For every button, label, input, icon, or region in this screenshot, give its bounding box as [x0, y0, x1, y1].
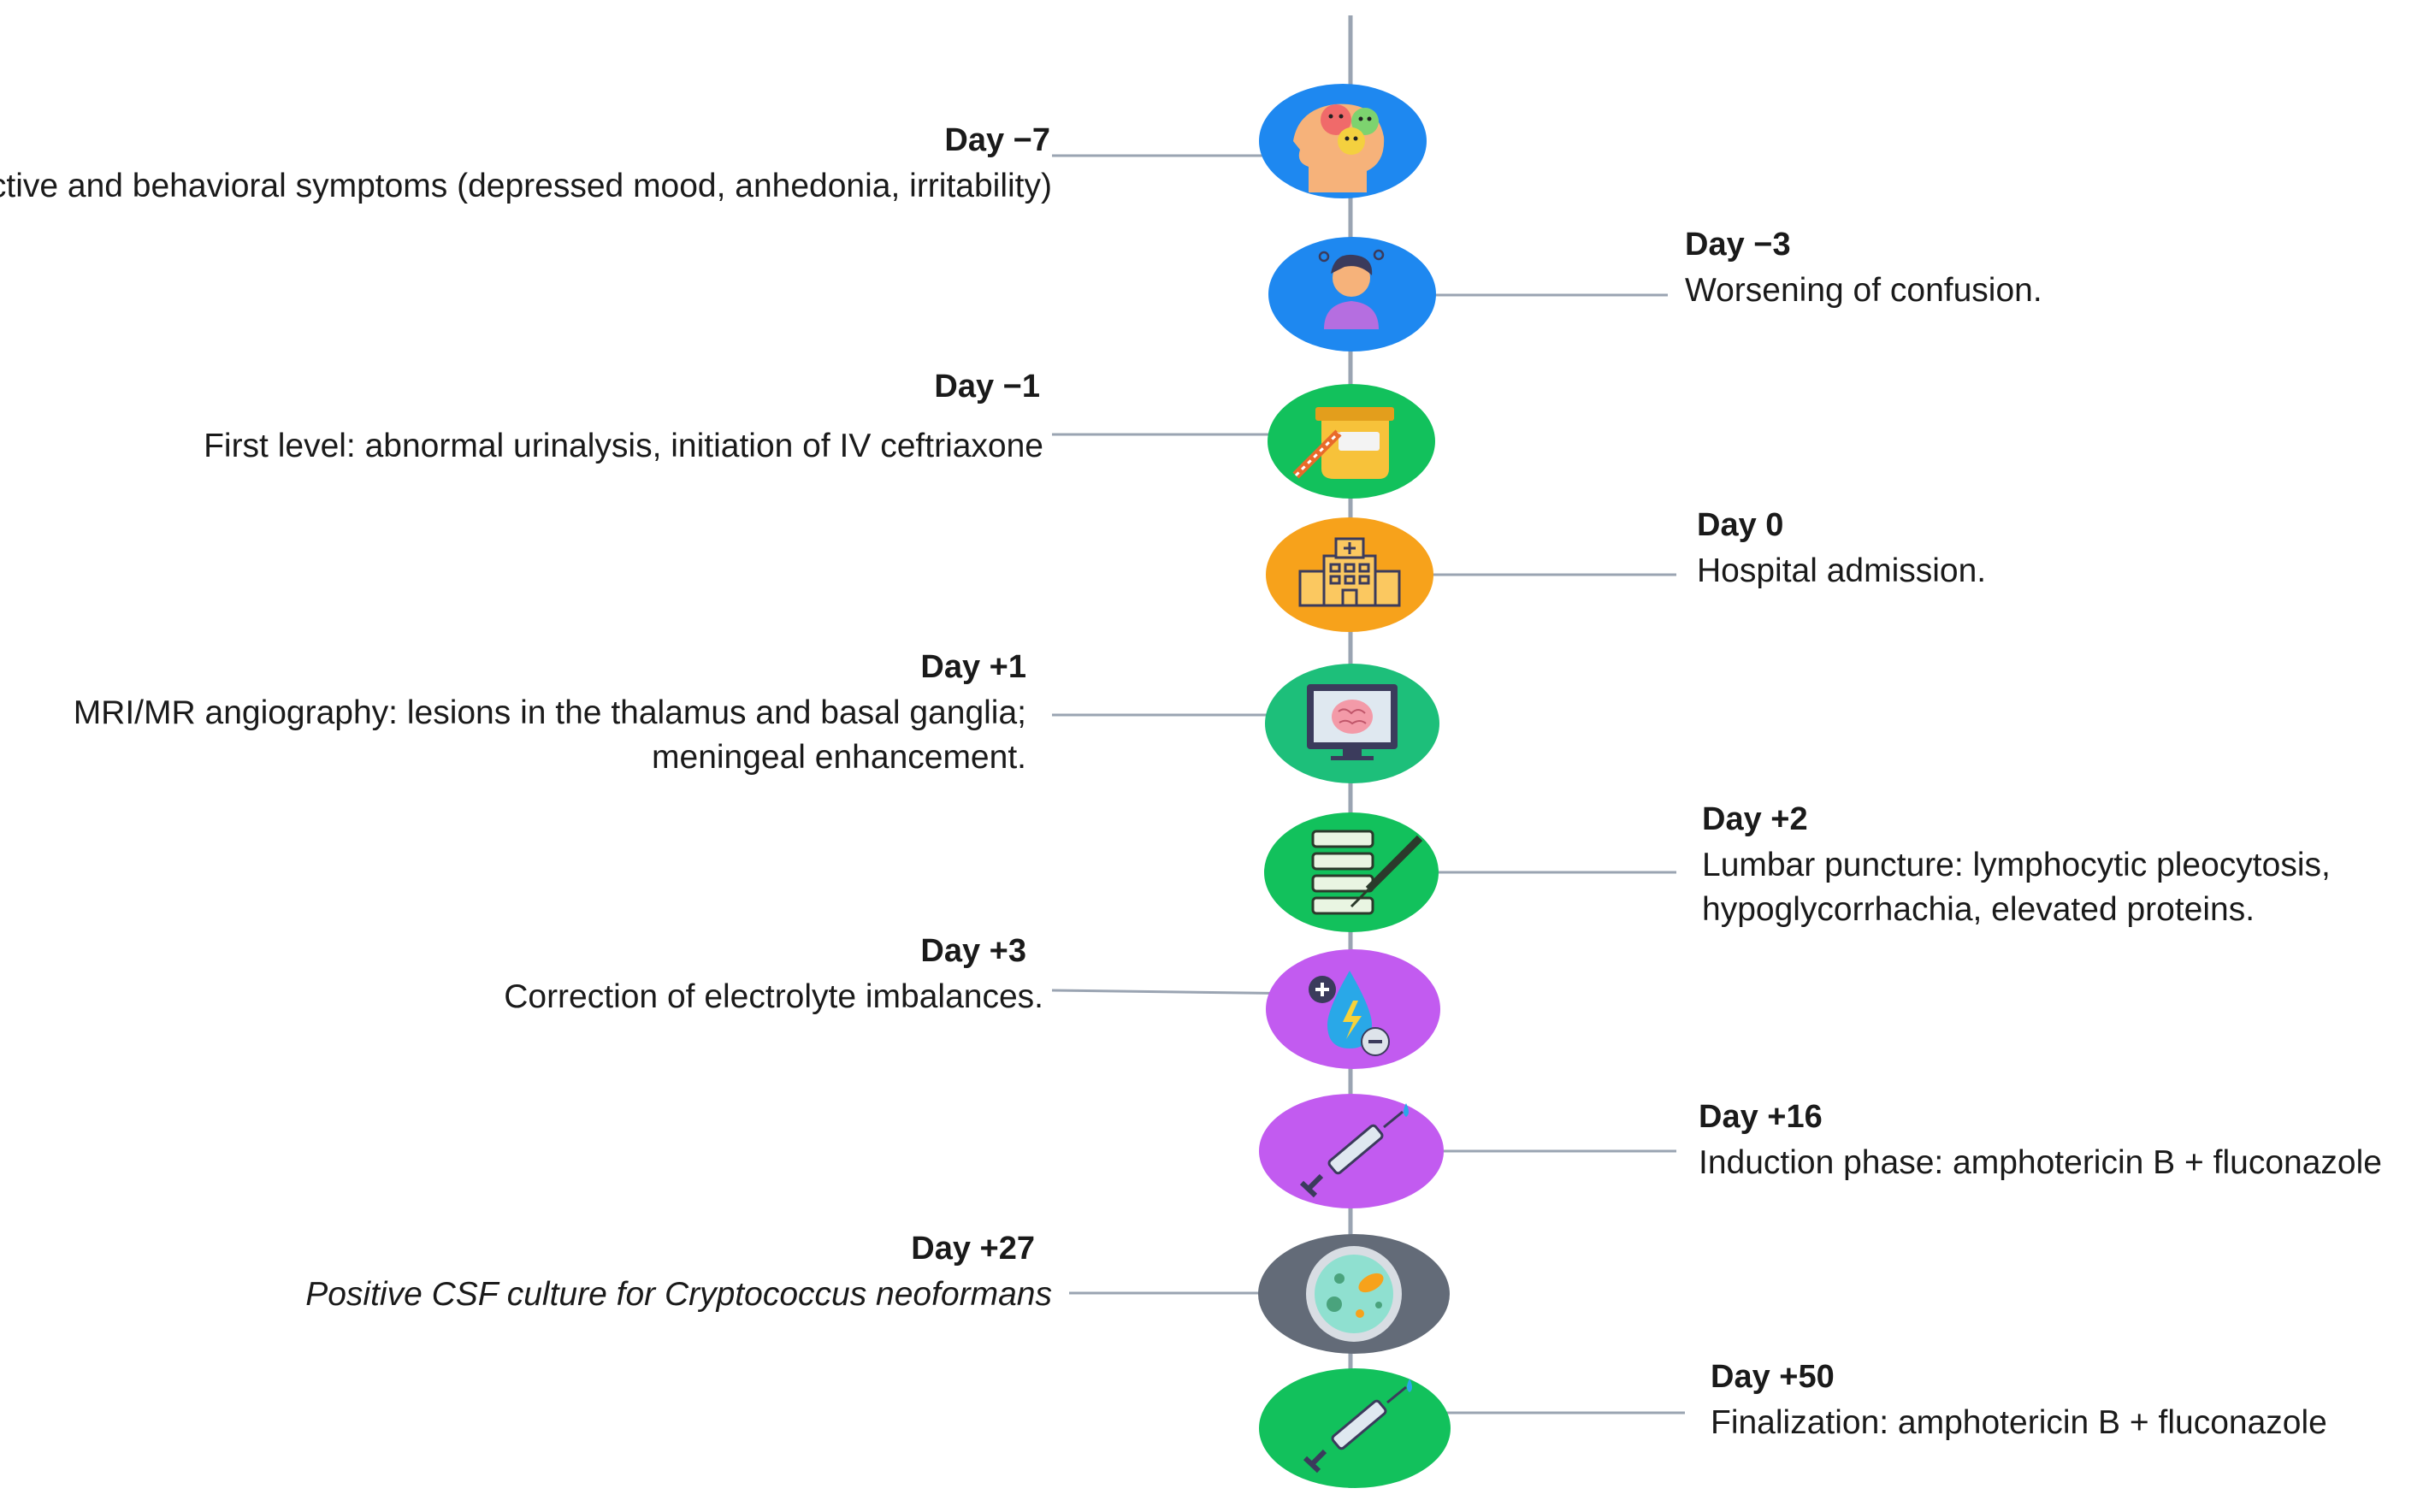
event-day-label: Day −3 [1685, 227, 1791, 263]
event-day-plus-16: Day +16 Induction phase: amphotericin B … [1699, 1096, 2426, 1185]
event-description: Finalization: amphotericin B + fluconazo… [1711, 1404, 2327, 1441]
node-day-plus-3 [1266, 949, 1440, 1069]
event-day-label: Day +3 [920, 933, 1026, 969]
event-description: Induction phase: amphotericin B + flucon… [1699, 1144, 2382, 1181]
node-day-plus-27 [1258, 1234, 1450, 1354]
spine-syringe-icon [1311, 830, 1423, 915]
event-day-minus-3: Day −3 Worsening of confusion. [1685, 224, 2352, 313]
event-day-0: Day 0 Hospital admission. [1697, 505, 2364, 594]
node-day-minus-7 [1259, 84, 1427, 198]
node-circle-green [1264, 812, 1439, 932]
event-day-label: Day 0 [1697, 507, 1784, 543]
node-day-minus-1 [1268, 384, 1435, 499]
node-day-plus-1 [1265, 664, 1439, 783]
node-day-0 [1266, 517, 1433, 632]
event-day-plus-2: Day +2 Lumbar puncture: lymphocytic pleo… [1702, 799, 2403, 932]
event-description: First level: abnormal urinalysis, initia… [204, 428, 1043, 464]
brain-mri-monitor-icon [1307, 684, 1398, 760]
connector-7 [1051, 989, 1309, 995]
event-day-label: Day +2 [1702, 801, 1808, 837]
petri-dish-icon [1306, 1246, 1402, 1342]
event-day-label: Day −1 [934, 369, 1040, 405]
syringe-icon [1299, 1103, 1409, 1198]
node-day-plus-2 [1264, 812, 1439, 932]
brain-emotions-icon [1293, 103, 1385, 192]
electrolyte-drop-icon [1309, 971, 1390, 1056]
event-day-plus-27: Day +27 Positive CSF culture for Cryptoc… [0, 1228, 1052, 1317]
event-description: Lumbar puncture: lymphocytic pleocytosis… [1702, 847, 2331, 928]
event-day-minus-1: Day −1 First level: abnormal urinalysis,… [0, 366, 1043, 469]
event-day-plus-3: Day +3 Correction of electrolyte imbalan… [0, 930, 1043, 1019]
event-day-label: Day +50 [1711, 1359, 1835, 1395]
event-day-label: Day +27 [911, 1231, 1035, 1267]
event-day-label: Day +16 [1699, 1099, 1823, 1135]
confused-person-icon [1318, 249, 1385, 329]
event-description: Positive CSF culture for Cryptococcus ne… [305, 1276, 1052, 1313]
event-day-minus-7: Day −7 Affective and behavioral symptoms… [0, 120, 1052, 209]
event-description: Affective and behavioral symptoms (depre… [0, 168, 1052, 204]
event-day-plus-1: Day +1 MRI/MR angiography: lesions in th… [17, 647, 1026, 780]
urine-sample-icon [1292, 407, 1394, 479]
connector-lines [1051, 154, 1685, 1415]
event-day-label: Day −7 [944, 122, 1050, 158]
event-day-plus-50: Day +50 Finalization: amphotericin B + f… [1711, 1356, 2412, 1445]
event-description: Correction of electrolyte imbalances. [504, 978, 1043, 1015]
node-day-plus-16 [1259, 1094, 1444, 1208]
event-description: MRI/MR angiography: lesions in the thala… [73, 694, 1026, 776]
event-description: Worsening of confusion. [1685, 272, 2042, 309]
hospital-icon [1298, 537, 1401, 607]
syringe-icon [1303, 1379, 1412, 1474]
event-day-label: Day +1 [920, 649, 1026, 685]
node-day-plus-50 [1259, 1368, 1451, 1488]
event-description: Hospital admission. [1697, 552, 1987, 589]
node-day-minus-3 [1268, 237, 1436, 351]
